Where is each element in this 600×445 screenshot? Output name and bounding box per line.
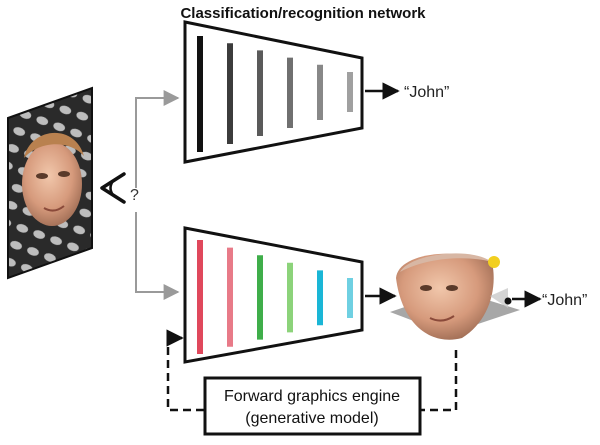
inference-network [183,226,364,364]
graphics-engine-box: Forward graphics engine (generative mode… [203,376,422,436]
classification-network [183,20,364,164]
question-mark: ? [130,187,139,204]
diagram-title: Classification/recognition network [180,5,426,22]
top-output-label: “John” [404,84,449,101]
bottom-network-layers [197,240,353,354]
rendered-3d-face [390,253,520,340]
branch-arrows [135,90,180,300]
top-network-layers [197,36,353,152]
bottom-output-label: “John” [542,292,587,309]
engine-label-line1: Forward graphics engine [224,388,400,405]
light-source-icon [488,256,500,268]
feedback-loop-arrow [166,329,458,412]
engine-label-line2: (generative model) [245,410,378,427]
input-face-image [7,86,93,280]
eye-icon [100,172,126,204]
